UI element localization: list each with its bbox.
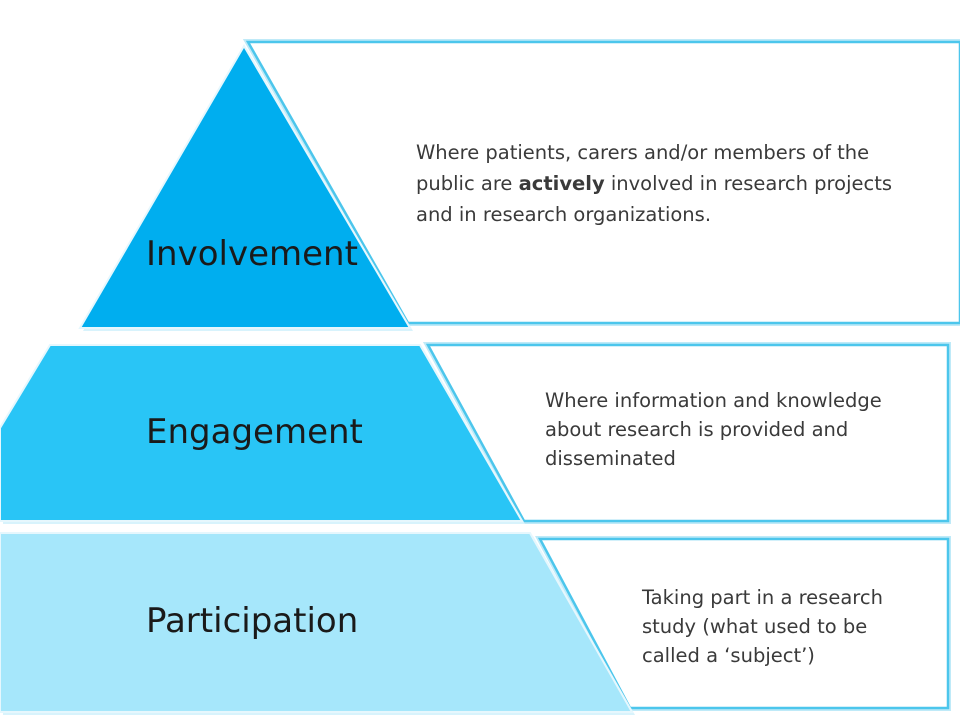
participation-tier bbox=[0, 532, 635, 715]
involvement-description-start: Where patients, carers and/or members of… bbox=[416, 141, 870, 195]
involvement-description-emphasis: actively bbox=[518, 172, 605, 195]
involvement-label: Involvement bbox=[146, 234, 358, 274]
participation-label: Participation bbox=[146, 601, 359, 641]
participation-box bbox=[535, 536, 951, 711]
involvement-description: Where patients, carers and/or members of… bbox=[416, 137, 896, 230]
participation-description: Taking part in a research study (what us… bbox=[642, 586, 883, 667]
involvement-box bbox=[242, 39, 960, 326]
engagement-label: Engagement bbox=[146, 412, 363, 452]
engagement-box bbox=[422, 342, 951, 524]
involvement-tier bbox=[78, 44, 413, 331]
engagement-tier bbox=[0, 344, 525, 524]
involvement-description-end: involved in research projects and in res… bbox=[416, 172, 893, 226]
engagement-description: Where information and knowledge about re… bbox=[545, 389, 882, 470]
